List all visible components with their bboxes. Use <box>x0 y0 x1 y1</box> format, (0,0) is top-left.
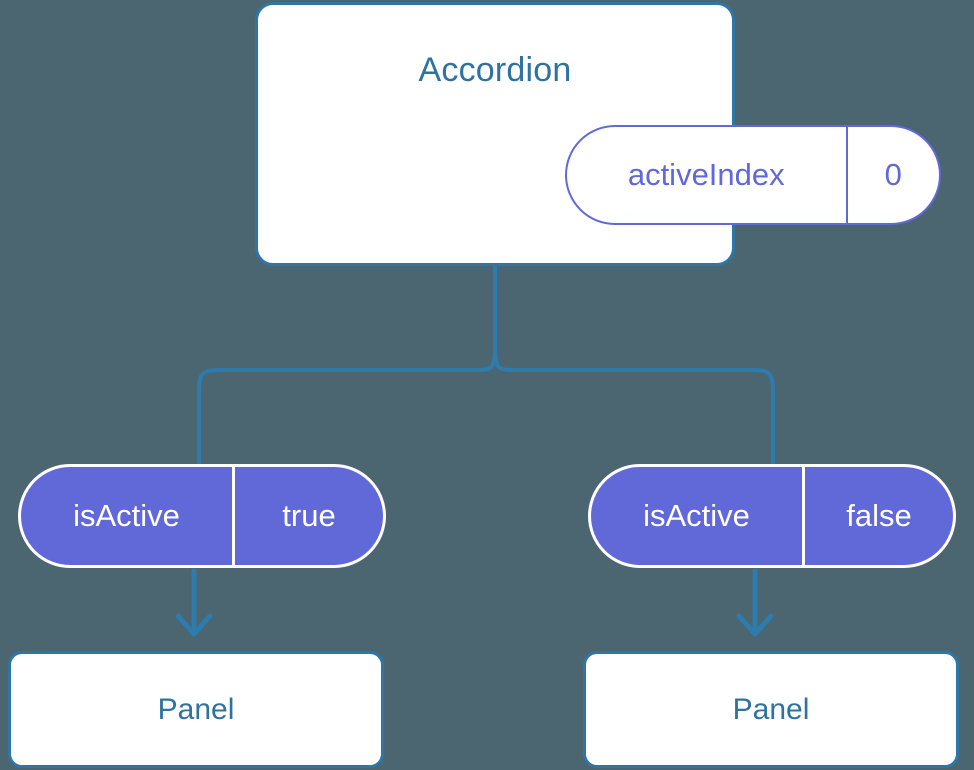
prop-pill-is-active-false[interactable]: isActive false <box>588 464 956 568</box>
arrow-left-head <box>175 613 213 637</box>
accordion-title: Accordion <box>418 51 572 89</box>
panel-left-title: Panel <box>157 692 235 726</box>
panel-card-right[interactable]: Panel <box>583 651 959 768</box>
prop-pill-right-value: false <box>846 498 912 533</box>
connector-branch-right <box>493 346 775 466</box>
state-pill-value: 0 <box>884 157 902 192</box>
state-pill-active-index[interactable]: activeIndex 0 <box>565 125 941 225</box>
arrow-right-head <box>736 613 774 637</box>
panel-right-title: Panel <box>732 692 810 726</box>
connector-branch-left <box>197 346 497 466</box>
accordion-component-card[interactable]: Accordion activeIndex 0 <box>255 2 941 266</box>
prop-pill-left-key: isActive <box>21 467 235 565</box>
state-pill-key: activeIndex <box>567 127 848 223</box>
prop-pill-is-active-true[interactable]: isActive true <box>18 464 386 568</box>
panel-card-left[interactable]: Panel <box>8 651 384 768</box>
prop-pill-left-value: true <box>282 498 336 533</box>
prop-pill-right-key: isActive <box>591 467 805 565</box>
